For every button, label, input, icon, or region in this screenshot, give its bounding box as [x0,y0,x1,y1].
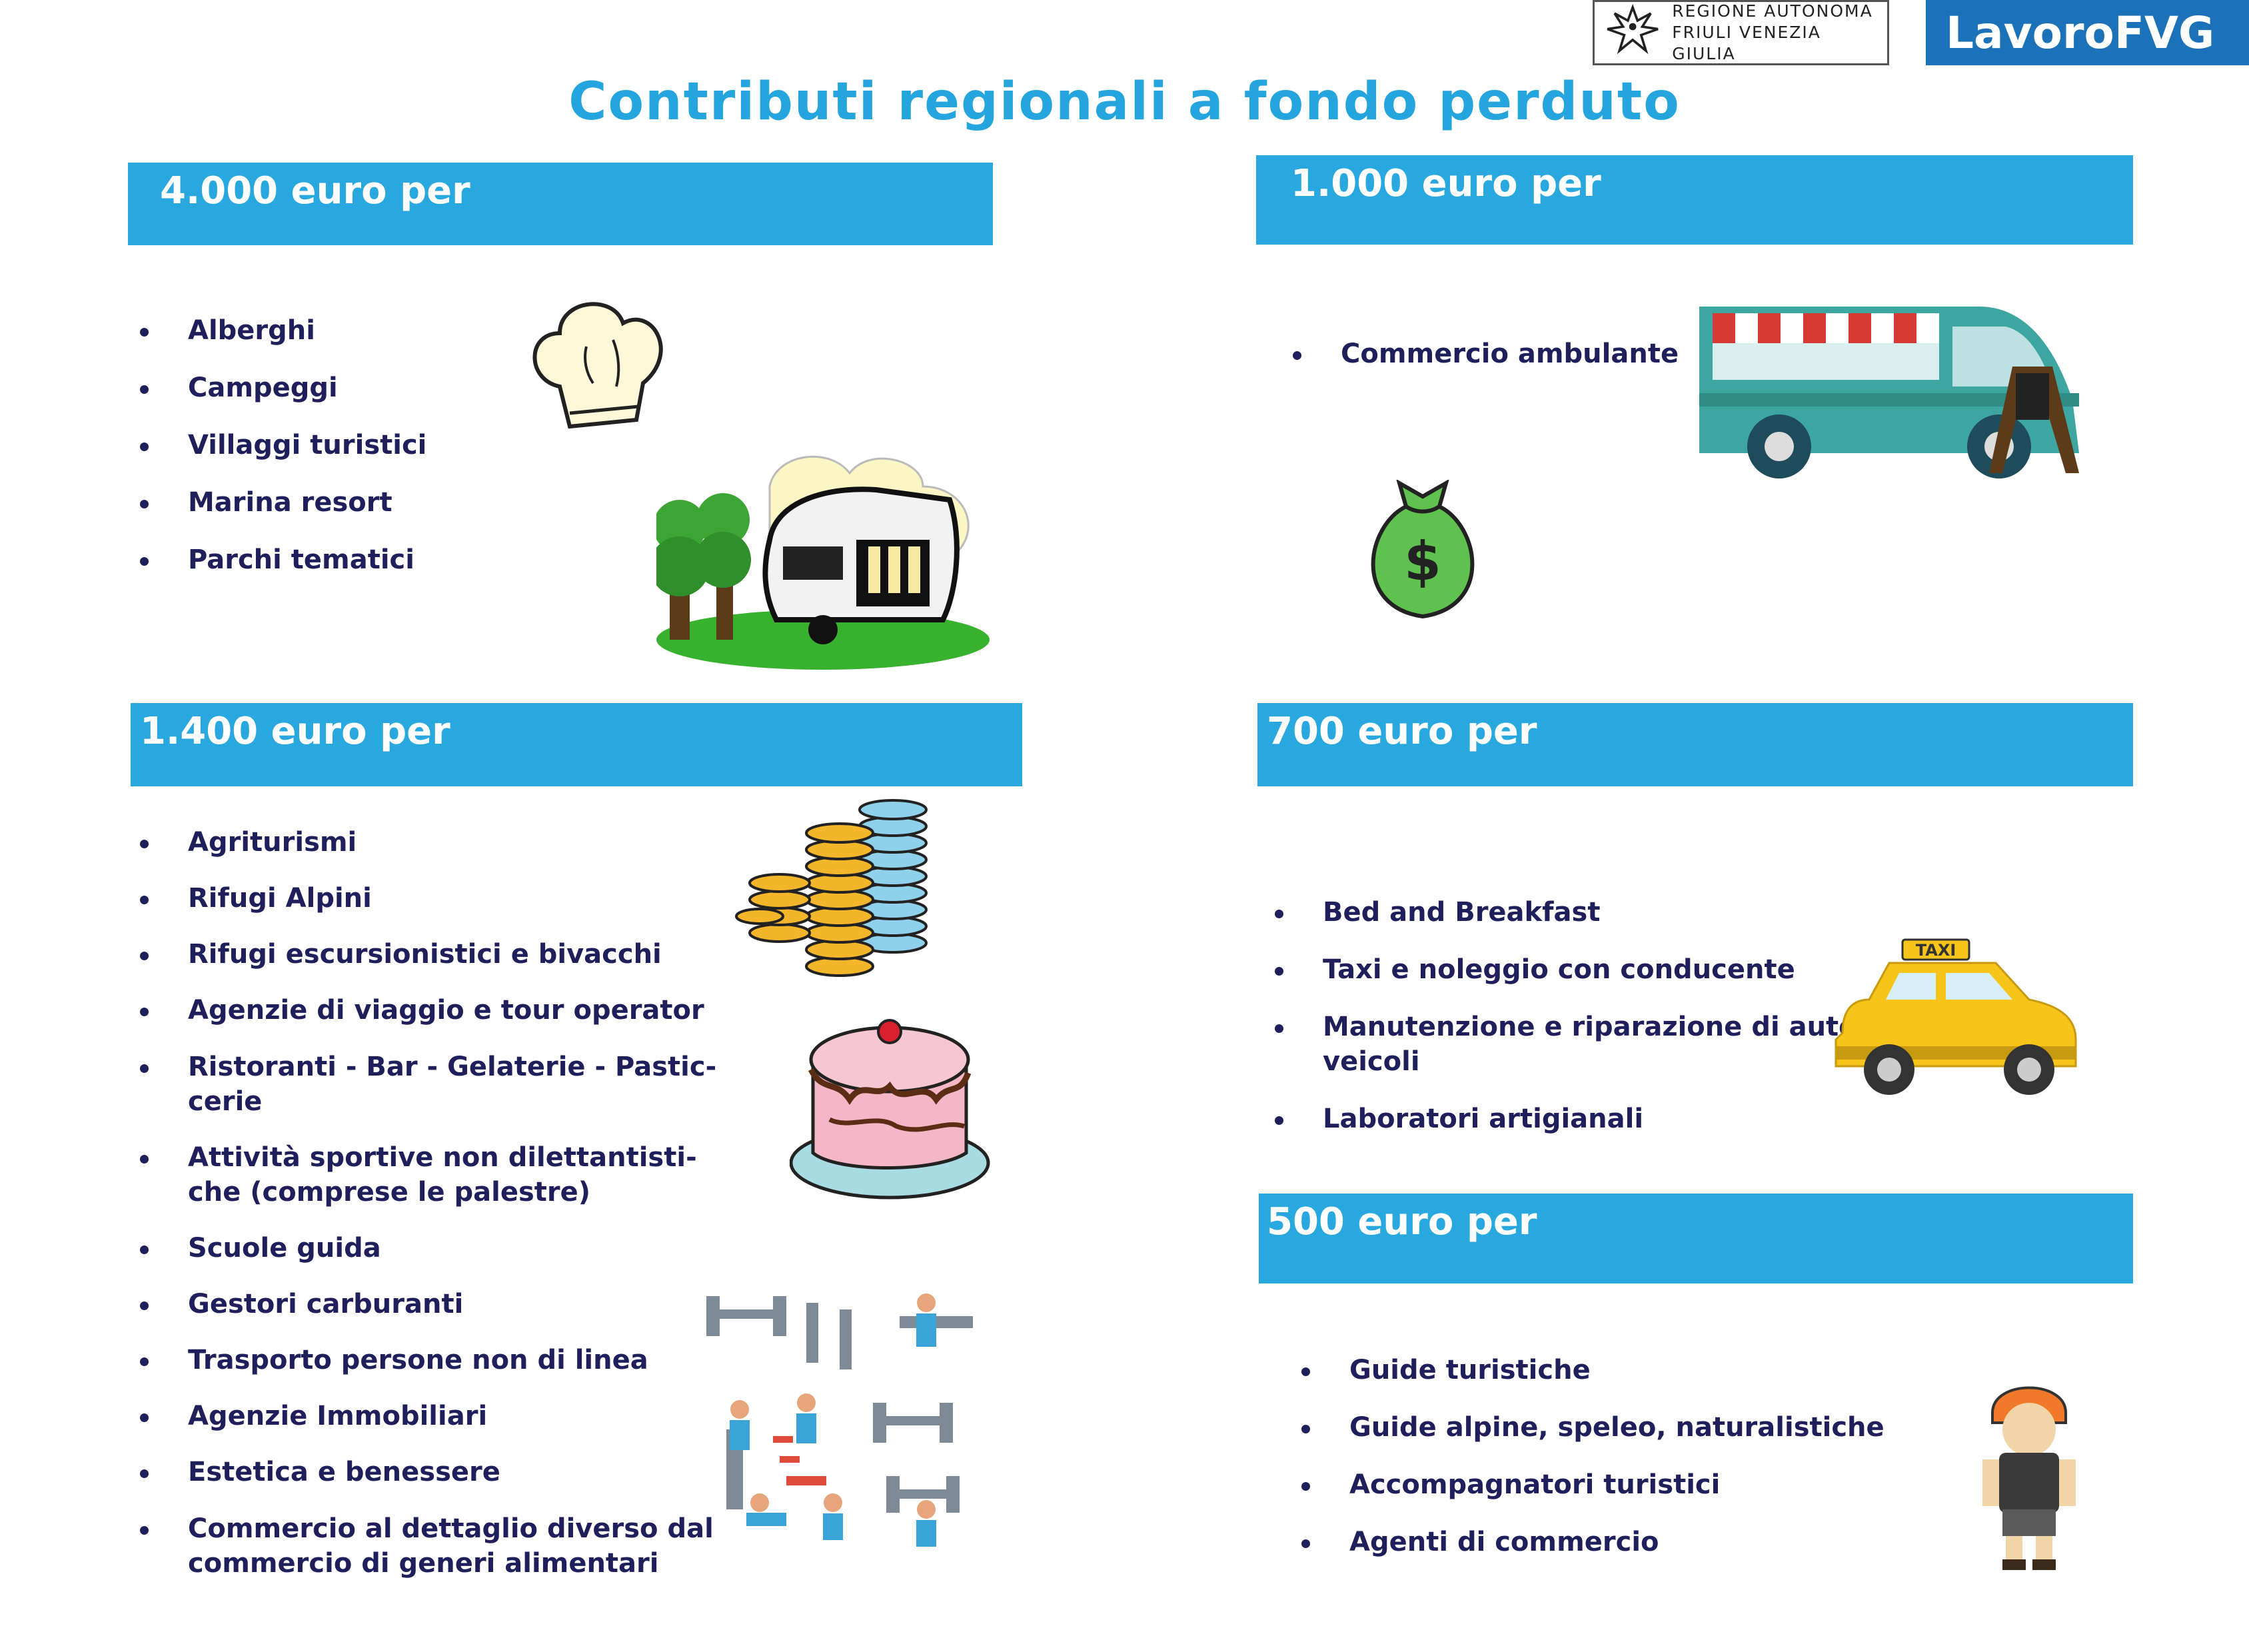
heading-1000-label: 1.000 euro per [1291,162,1601,205]
region-logo-line1: REGIONE AUTONOMA [1672,1,1873,21]
list-item-continuation: commercio di generi alimentari [188,1548,659,1579]
list-item: Commercio ambulante [1292,337,1679,371]
list-item: Commercio al dettaglio diverso dal [140,1511,714,1546]
heading-500-label: 500 euro per [1267,1200,1537,1243]
list-item: Ristoranti - Bar - Gelaterie - Pastic- [139,1050,716,1084]
list-item-continuation: veicoli [1323,1046,1420,1077]
list-item: Campeggi [140,371,338,405]
region-logo: REGIONE AUTONOMA FRIULI VENEZIA GIULIA [1593,0,1889,65]
gym-icon [706,1293,973,1547]
list-item: Manutenzione e riparazione di auto- [1274,1010,1868,1044]
list-item: Guide turistiche [1301,1353,1591,1387]
list-item: Laboratori artigianali [1274,1102,1643,1136]
coins-icon [735,799,928,977]
heading-1400-label: 1.400 euro per [140,710,450,753]
list-item: Attività sportive non dilettantisti- [140,1140,697,1175]
list-item: Scuole guida [140,1231,381,1265]
list-item-continuation: che (comprese le palestre) [188,1177,591,1208]
list-item: Parchi tematici [140,542,414,577]
eagle-icon [1607,3,1659,55]
heading-700: 700 euro per [1257,703,2133,786]
heading-500: 500 euro per [1259,1194,2133,1283]
list-item: Taxi e noleggio con conducente [1275,952,1795,987]
caravan-icon [656,455,990,670]
svg-text:$: $ [1404,530,1441,592]
list-item: Trasporto persone non di linea [140,1343,648,1377]
list-item: Agenzie di viaggio e tour operator [140,993,704,1028]
list-item: Estetica e benessere [140,1455,500,1489]
list-item-continuation: cerie [188,1086,263,1117]
taxi-icon: TAXI [1835,938,2077,1095]
page-title: Contributi regionali a fondo perduto [568,72,1681,132]
list-item: Villaggi turistici [139,428,426,462]
lavorofvg-logo: LavoroFVG [1926,0,2249,65]
list-item: Agenti di commercio [1301,1525,1659,1559]
list-item: Agriturismi [139,825,357,860]
list-item: Rifugi Alpini [140,881,372,916]
food-truck-icon [1699,307,2079,478]
list-item: Gestori carburanti [139,1287,463,1321]
climber-icon [1982,1386,2076,1570]
list-item: Marina resort [140,485,392,520]
money-bag-icon: $ [1371,480,1475,619]
heading-4000: 4.000 euro per [128,163,993,245]
heading-4000-label: 4.000 euro per [160,169,470,213]
region-logo-line2: FRIULI VENEZIA GIULIA [1672,23,1821,63]
list-item: Rifugi escursionistici e bivacchi [140,937,662,972]
heading-700-label: 700 euro per [1267,710,1537,753]
list-item: Bed and Breakfast [1274,895,1600,930]
list-item: Agenzie Immobiliari [139,1399,487,1433]
list-item: Accompagnatori turistici [1301,1467,1720,1502]
heading-1000: 1.000 euro per [1256,155,2133,245]
list-item: Alberghi [140,313,315,348]
cake-icon [790,1019,990,1200]
heading-1400: 1.400 euro per [131,703,1022,786]
list-item: Guide alpine, speleo, naturalistiche [1301,1410,1884,1445]
chef-hat-icon [532,302,663,429]
taxi-sign-label: TAXI [1916,941,1956,960]
